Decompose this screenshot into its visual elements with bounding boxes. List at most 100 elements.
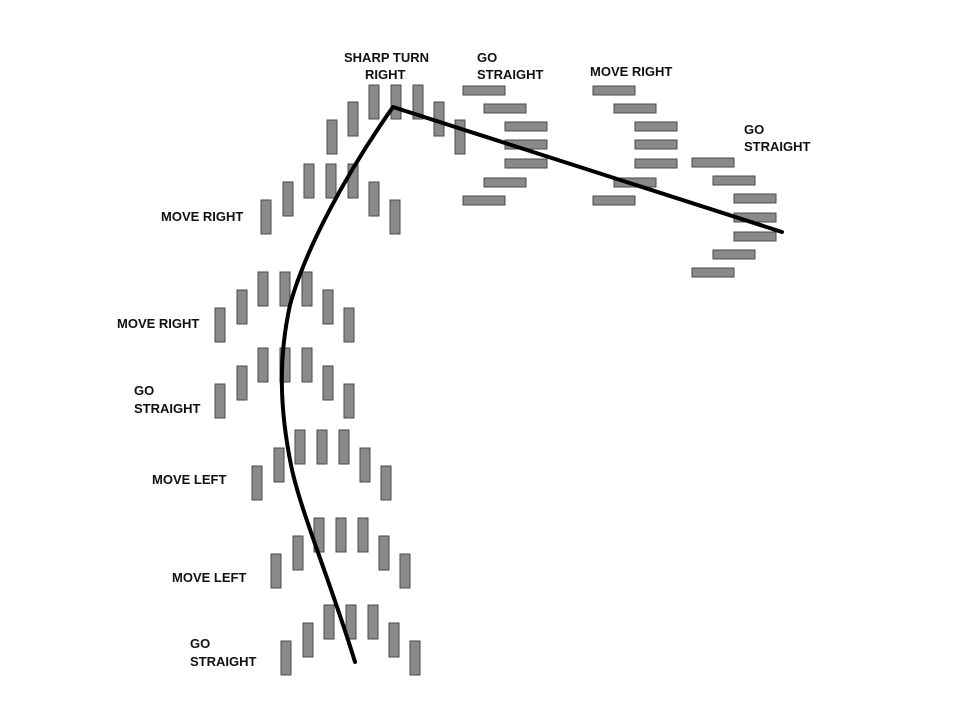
label-line-2: STRAIGHT xyxy=(190,654,257,669)
chevron-bar xyxy=(292,535,304,571)
chevron-bar xyxy=(483,103,527,114)
chevron-bar xyxy=(347,101,359,137)
chevron-bar xyxy=(462,85,506,96)
chevron-bar xyxy=(378,535,390,571)
chevron-bar xyxy=(338,429,350,465)
chevron-bar xyxy=(691,267,735,278)
chevron-group-move-right-lower xyxy=(214,271,355,343)
chevron-bar xyxy=(412,84,424,120)
label-go-straight-bottom: GO STRAIGHT xyxy=(190,636,257,669)
chevron-bar xyxy=(454,119,466,155)
chevron-bar xyxy=(257,347,269,383)
chevron-bar xyxy=(316,429,328,465)
chevron-bar xyxy=(236,289,248,325)
chevron-bar xyxy=(592,195,636,206)
label-go-straight-right: GO STRAIGHT xyxy=(744,122,811,154)
chevron-bar xyxy=(279,271,291,307)
label-go-straight-top: GO STRAIGHT xyxy=(477,50,544,82)
chevron-bar xyxy=(294,429,306,465)
chevron-bar xyxy=(347,163,359,199)
chevron-bar xyxy=(504,158,548,169)
chevron-group-move-left-upper xyxy=(251,429,392,501)
label-move-right-top: MOVE RIGHT xyxy=(590,64,672,79)
chevron-group-go-straight-right xyxy=(691,157,777,278)
chevron-bar xyxy=(326,119,338,155)
chevron-group-move-right-upper xyxy=(260,163,401,235)
label-line-1: GO xyxy=(477,50,497,65)
chevron-bar xyxy=(359,447,371,483)
chevron-bar xyxy=(409,640,421,676)
label-line-2: STRAIGHT xyxy=(134,401,201,416)
chevron-bar xyxy=(691,157,735,168)
chevron-bar xyxy=(504,121,548,132)
chevron-bar xyxy=(389,199,401,235)
chevron-bar xyxy=(282,181,294,217)
label-line-1: SHARP TURN xyxy=(344,50,429,65)
label-line-1: MOVE LEFT xyxy=(172,570,246,585)
label-line-2: STRAIGHT xyxy=(744,139,811,154)
chevron-bar xyxy=(214,383,226,419)
chevron-bar xyxy=(302,622,314,658)
chevron-bar xyxy=(712,175,756,186)
label-sharp-turn-right: SHARP TURN RIGHT xyxy=(344,50,433,82)
label-line-2: STRAIGHT xyxy=(477,67,544,82)
chevron-bar xyxy=(357,517,369,553)
chevron-bar xyxy=(301,271,313,307)
chevron-bar xyxy=(367,604,379,640)
label-line-1: GO xyxy=(134,383,154,398)
chevron-bar xyxy=(257,271,269,307)
chevron-bar xyxy=(260,199,272,235)
chevron-bar xyxy=(301,347,313,383)
chevron-bar xyxy=(592,85,636,96)
chevron-bar xyxy=(613,103,657,114)
chevron-bar xyxy=(733,193,777,204)
chevron-group-go-straight-top xyxy=(462,85,548,206)
label-line-1: MOVE RIGHT xyxy=(117,316,199,331)
label-line-1: GO xyxy=(190,636,210,651)
label-line-1: MOVE RIGHT xyxy=(161,209,243,224)
chevron-bar xyxy=(634,121,678,132)
chevron-bar xyxy=(733,231,777,242)
chevron-bar xyxy=(380,465,392,501)
label-go-straight-middle: GO STRAIGHT xyxy=(134,383,201,416)
chevron-bar xyxy=(251,465,263,501)
chevron-group-go-straight-middle xyxy=(214,347,355,419)
chevron-bar xyxy=(343,307,355,343)
chevron-group-sharp-turn-right xyxy=(326,84,466,155)
chevron-bar xyxy=(270,553,282,589)
chevron-bar xyxy=(325,163,337,199)
chevron-bar xyxy=(712,249,756,260)
chevron-bar xyxy=(634,158,678,169)
chevron-bar xyxy=(368,181,380,217)
chevron-bar xyxy=(323,604,335,640)
label-move-right-upper: MOVE RIGHT xyxy=(161,209,243,224)
chevron-bar xyxy=(236,365,248,401)
label-line-1: MOVE LEFT xyxy=(152,472,226,487)
chevron-bar xyxy=(368,84,380,120)
label-move-right-lower: MOVE RIGHT xyxy=(117,316,199,331)
chevron-bar xyxy=(214,307,226,343)
travel-path-line xyxy=(279,105,784,664)
chevron-bar xyxy=(613,177,657,188)
chevron-bar xyxy=(345,604,357,640)
chevron-bar xyxy=(390,84,402,120)
chevron-bar xyxy=(462,195,506,206)
label-move-left-upper: MOVE LEFT xyxy=(152,472,226,487)
chevron-group-move-left-lower xyxy=(270,517,411,589)
chevron-bar xyxy=(399,553,411,589)
chevron-bar xyxy=(335,517,347,553)
chevron-bar xyxy=(322,365,334,401)
chevron-group-move-right-top xyxy=(592,85,678,206)
chevron-bar xyxy=(280,640,292,676)
chevron-bar xyxy=(483,177,527,188)
chevron-bar xyxy=(634,139,678,150)
label-line-1: GO xyxy=(744,122,764,137)
chevron-bar xyxy=(322,289,334,325)
label-move-left-lower: MOVE LEFT xyxy=(172,570,246,585)
chevron-group-go-straight-bottom xyxy=(280,604,421,676)
label-line-2: RIGHT xyxy=(365,67,406,82)
chevron-bar xyxy=(343,383,355,419)
chevron-bar xyxy=(273,447,285,483)
chevron-bar xyxy=(388,622,400,658)
